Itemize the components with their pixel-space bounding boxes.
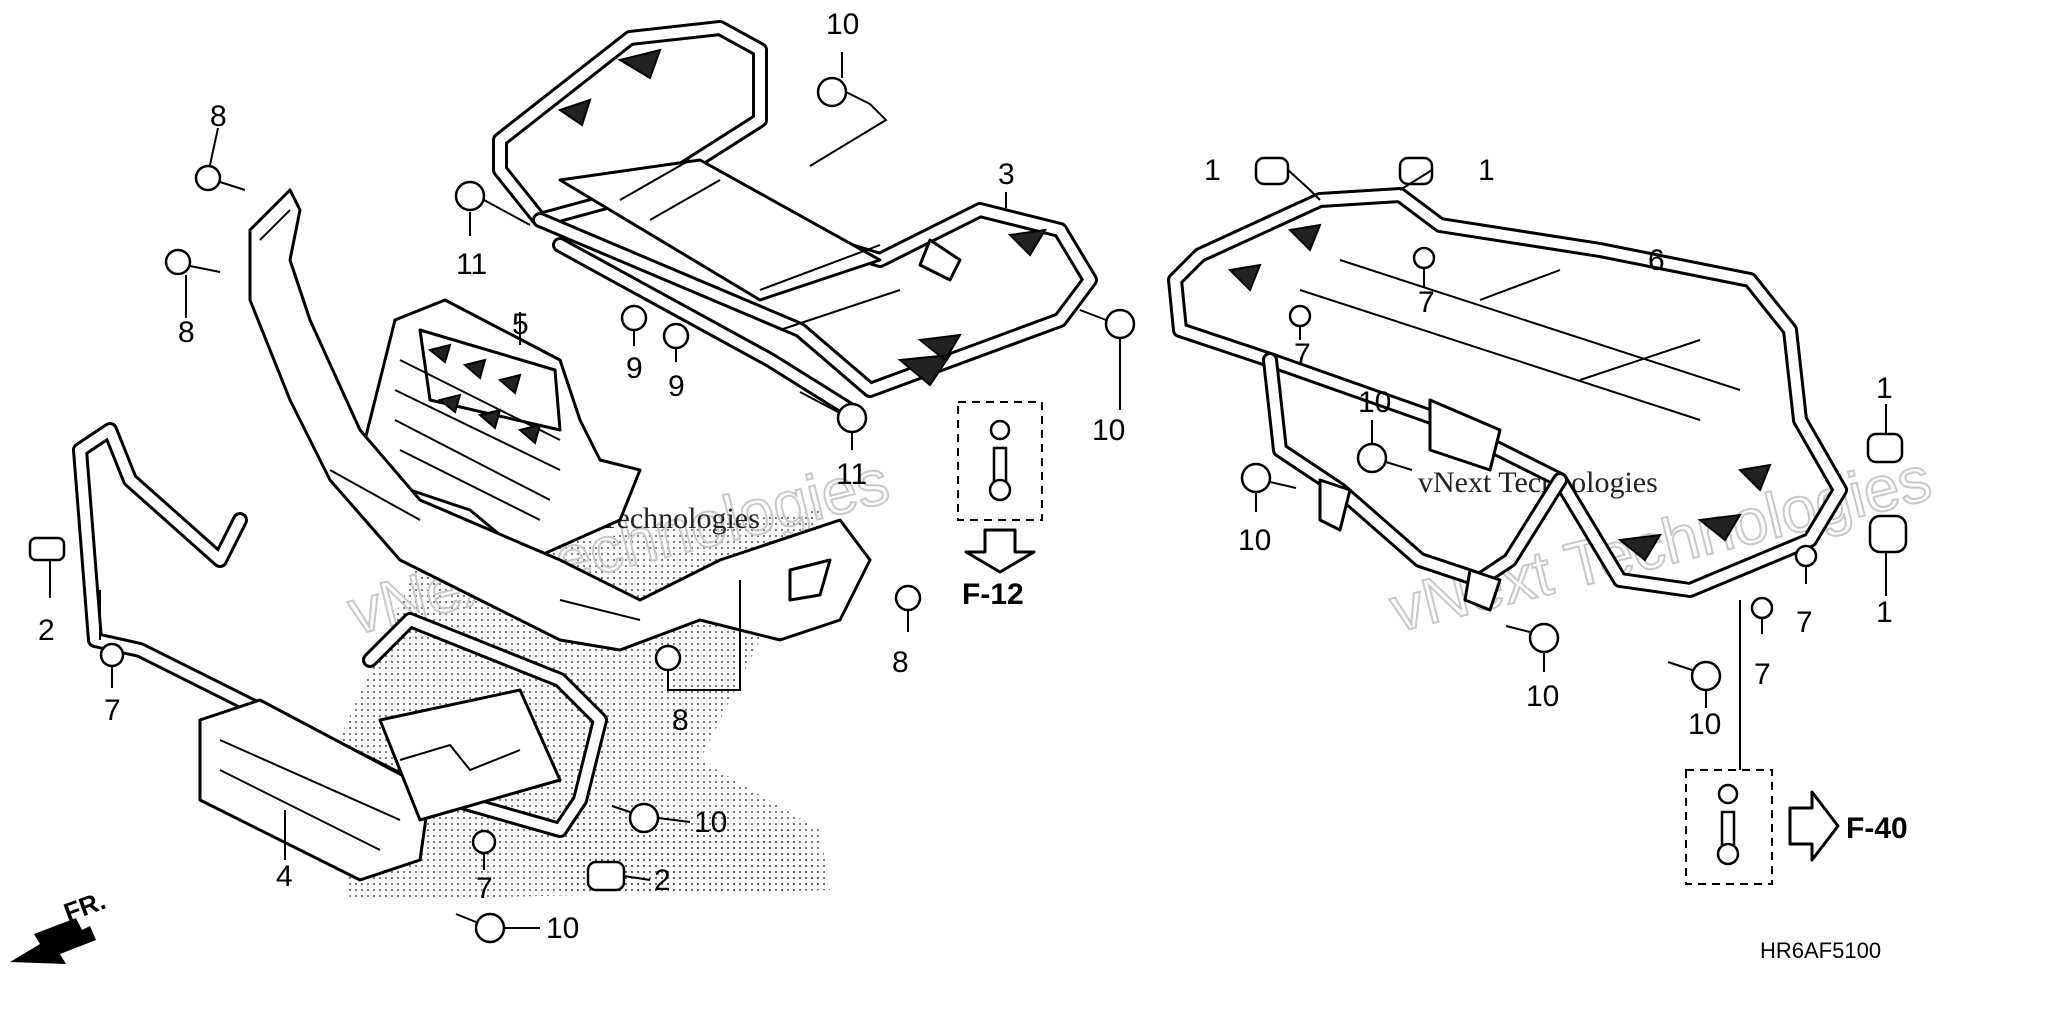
detail-box-f40 [1685,769,1773,885]
callout-8-a[interactable]: 8 [210,100,227,133]
callout-10-top[interactable]: 10 [826,8,859,41]
callout-10-r4[interactable]: 10 [1688,708,1721,741]
front-carrier-rack [492,20,1098,418]
arrow-down-icon [964,528,1036,574]
callout-7-a[interactable]: 7 [104,694,121,727]
front-direction-label: FR. [60,885,110,928]
front-arrow-icon [10,918,96,964]
callout-7-e[interactable]: 7 [1796,606,1813,639]
callout-11-a[interactable]: 11 [456,248,487,281]
callout-10-mid[interactable]: 10 [1092,414,1125,447]
callout-10-bottom[interactable]: 10 [546,912,579,945]
callout-4[interactable]: 4 [276,860,293,893]
callout-1-c[interactable]: 1 [1876,372,1893,405]
callout-2-b[interactable]: 2 [654,864,671,897]
diagram-code: HR6AF5100 [1760,938,1881,963]
callout-7-b[interactable]: 7 [476,872,493,905]
leader-lines [49,52,1887,929]
callout-7-d[interactable]: 7 [1294,338,1311,371]
callout-7-f[interactable]: 7 [1754,658,1771,691]
callout-8-b[interactable]: 8 [178,316,195,349]
fasteners [28,76,1908,944]
callout-7-c[interactable]: 7 [1418,286,1435,319]
front-direction-indicator: FR. [10,885,109,964]
arrow-right-icon [1788,790,1840,862]
reference-f40[interactable]: F-40 [1846,812,1908,845]
callout-1-d[interactable]: 1 [1876,596,1893,629]
callout-8-d[interactable]: 8 [672,704,689,737]
callout-3[interactable]: 3 [998,158,1015,191]
rear-carrier-rack [1167,187,1848,612]
callout-9-b[interactable]: 9 [668,370,685,403]
callout-2-a[interactable]: 2 [38,614,55,647]
callout-1-a[interactable]: 1 [1204,154,1221,187]
callout-9-a[interactable]: 9 [626,352,643,385]
callout-6[interactable]: 6 [1648,244,1665,277]
callouts: 10 8 3 11 8 5 9 9 10 11 2 7 4 10 7 2 10 … [38,8,1893,945]
callout-11-b[interactable]: 11 [836,458,867,491]
callout-8-c[interactable]: 8 [892,646,909,679]
callout-5[interactable]: 5 [512,308,529,341]
callout-1-b[interactable]: 1 [1478,154,1495,187]
detail-box-f12 [957,401,1043,521]
callout-10-r1[interactable]: 10 [1358,386,1391,419]
callout-10-r2[interactable]: 10 [1238,524,1271,557]
callout-10-r3[interactable]: 10 [1526,680,1559,713]
front-fascia [248,188,872,652]
callout-10-low[interactable]: 10 [694,806,727,839]
reference-f12[interactable]: F-12 [962,578,1024,611]
